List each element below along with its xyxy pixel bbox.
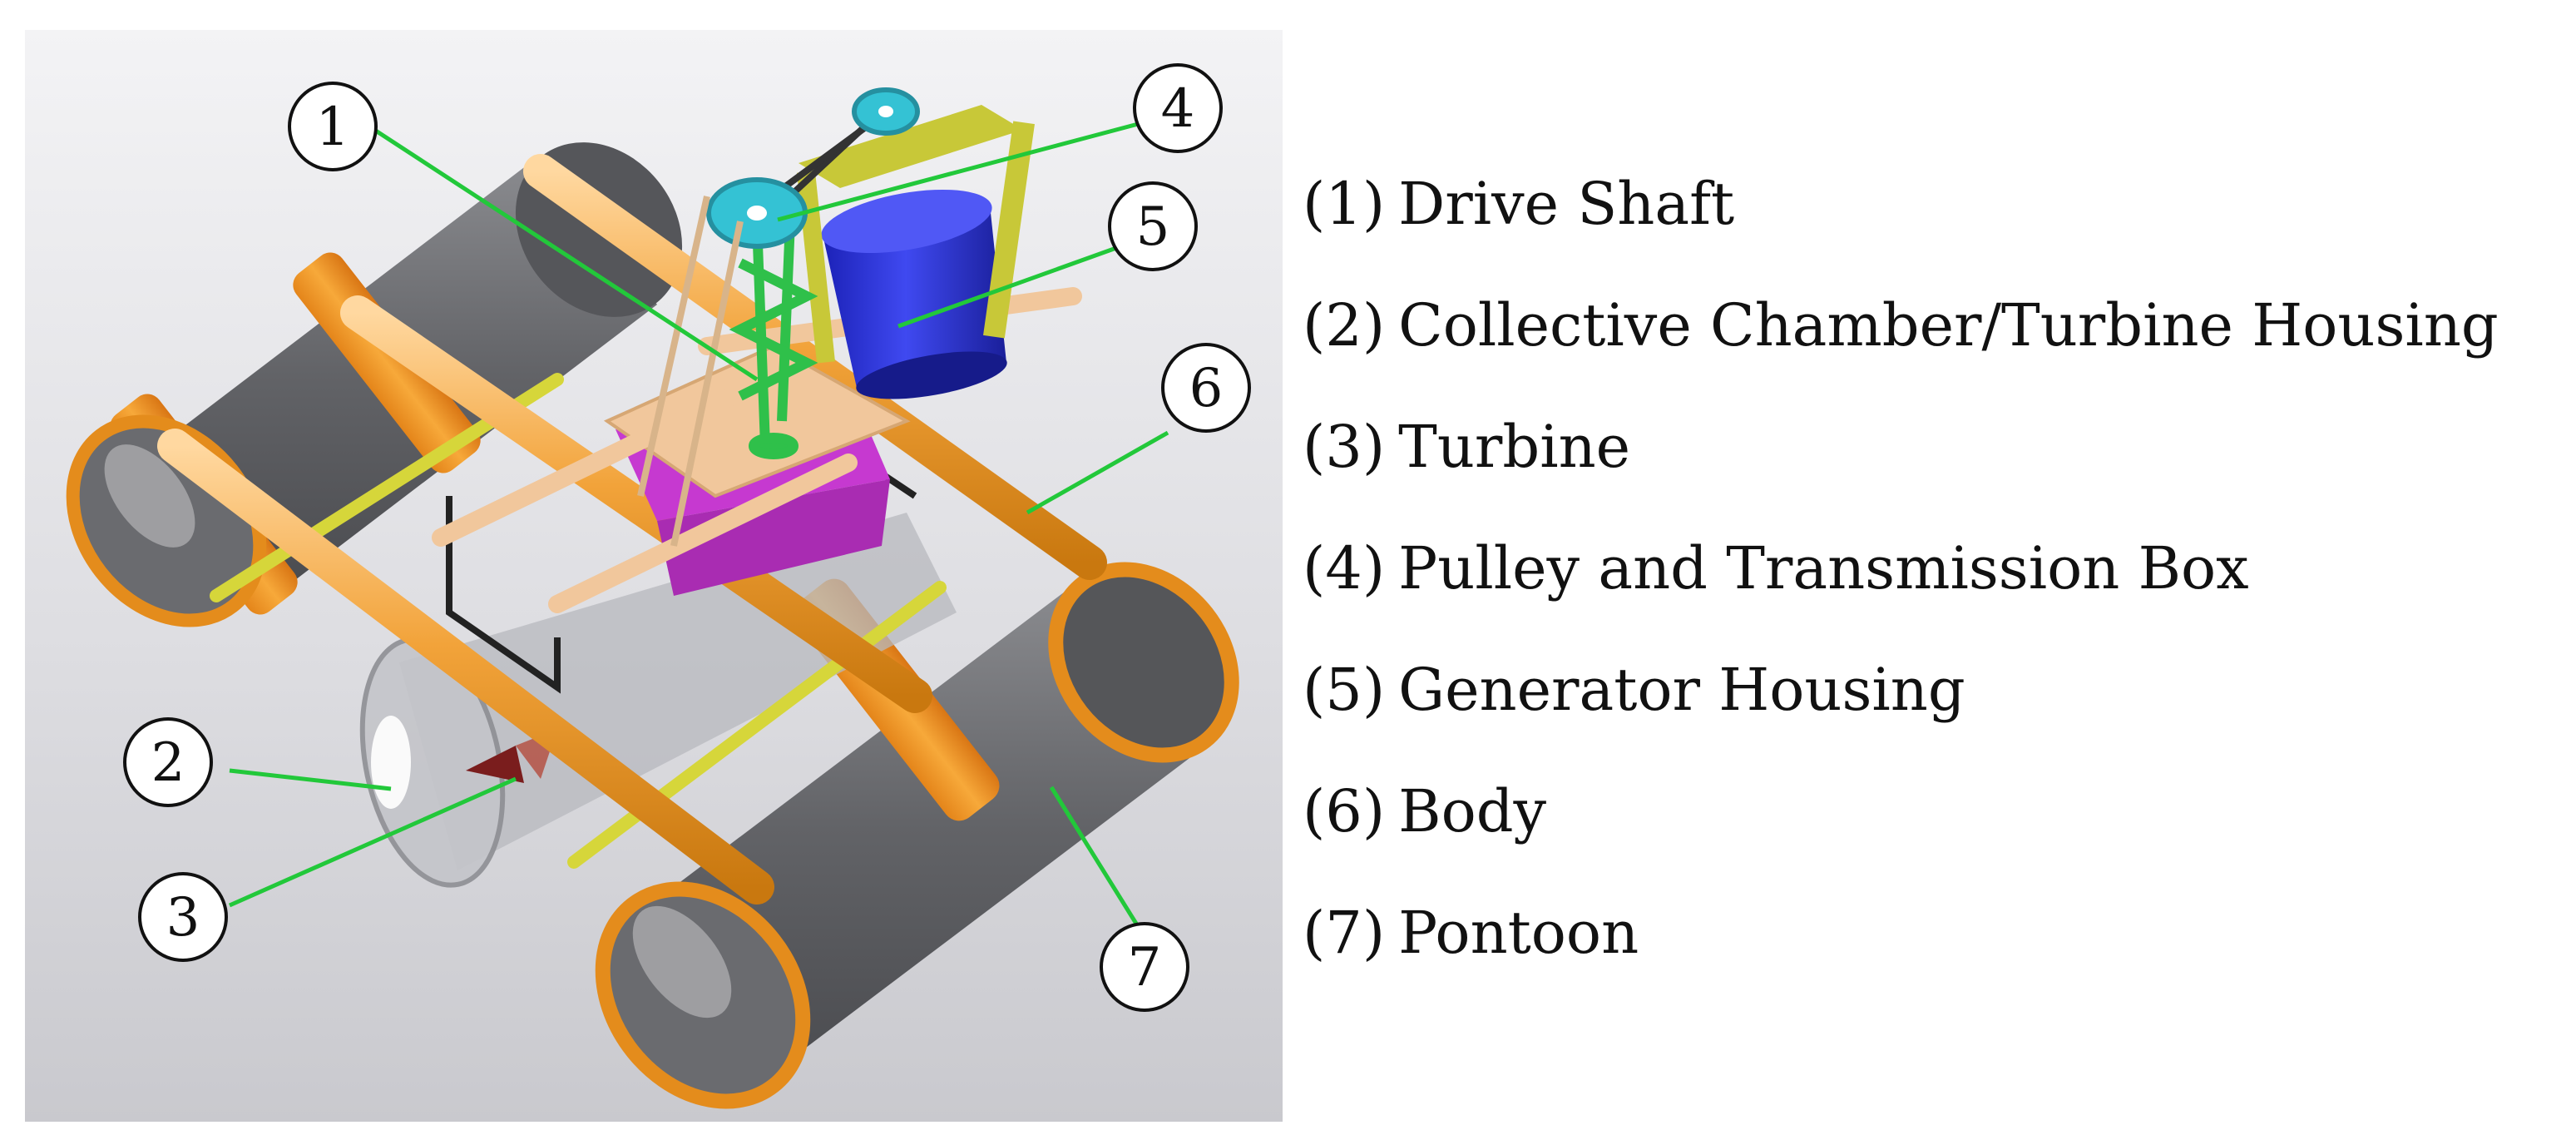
- legend-item-turbine: (3)Turbine: [1303, 386, 2499, 508]
- legend-item-body: (6)Body: [1303, 751, 2499, 872]
- legend-label: Body: [1398, 777, 1547, 845]
- pulley-assembly: [637, 87, 920, 547]
- legend-label: Generator Housing: [1398, 656, 1965, 724]
- legend-item-generator-housing: (5)Generator Housing: [1303, 629, 2499, 751]
- callout-7: 7: [1100, 922, 1189, 1012]
- leader-line-5: [897, 245, 1117, 329]
- legend-number: (5): [1303, 656, 1386, 724]
- legend-label: Collective Chamber/Turbine Housing: [1398, 291, 2499, 359]
- leader-line-4: [777, 121, 1142, 222]
- legend-number: (6): [1303, 777, 1386, 845]
- legend-number: (4): [1303, 534, 1386, 602]
- leader-line-2: [229, 768, 392, 791]
- leader-line-7: [1049, 786, 1147, 939]
- callout-4: 4: [1133, 63, 1223, 153]
- drive-shaft: [729, 221, 818, 459]
- callout-5: 5: [1108, 181, 1198, 271]
- legend-label: Turbine: [1398, 413, 1631, 481]
- pontoon-front-right: [595, 562, 1239, 1109]
- svg-text:7: 7: [1128, 937, 1162, 999]
- leader-line-3: [228, 776, 517, 908]
- parts-legend: (1)Drive Shaft (2)Collective Chamber/Tur…: [1303, 143, 2499, 994]
- leader-line-1: [368, 124, 759, 382]
- callout-6: 6: [1161, 343, 1251, 433]
- device-render: 1 2 3 4 5 6 7: [25, 30, 1283, 1122]
- legend-number: (2): [1303, 291, 1386, 359]
- legend-item-pulley: (4)Pulley and Transmission Box: [1303, 508, 2499, 629]
- svg-text:2: 2: [151, 732, 185, 794]
- svg-text:3: 3: [166, 887, 200, 949]
- svg-text:1: 1: [316, 97, 350, 158]
- legend-item-pontoon: (7)Pontoon: [1303, 872, 2499, 994]
- callout-2: 2: [123, 717, 213, 807]
- svg-text:5: 5: [1136, 196, 1170, 258]
- legend-number: (3): [1303, 413, 1386, 481]
- svg-text:4: 4: [1161, 78, 1195, 140]
- callout-3: 3: [138, 872, 228, 962]
- legend-label: Pontoon: [1398, 899, 1639, 967]
- legend-number: (1): [1303, 170, 1386, 238]
- legend-label: Pulley and Transmission Box: [1398, 534, 2249, 602]
- leader-line-6: [1026, 430, 1169, 515]
- legend-label: Drive Shaft: [1398, 170, 1735, 238]
- legend-number: (7): [1303, 899, 1386, 967]
- legend-item-turbine-housing: (2)Collective Chamber/Turbine Housing: [1303, 265, 2499, 386]
- svg-text:6: 6: [1189, 358, 1224, 419]
- generator-housing: [821, 189, 1007, 399]
- turbine-housing: [359, 513, 957, 888]
- callout-1: 1: [288, 82, 378, 171]
- legend-item-drive-shaft: (1)Drive Shaft: [1303, 143, 2499, 265]
- leader-lines: [228, 121, 1169, 939]
- frame-tubes: [157, 154, 1107, 905]
